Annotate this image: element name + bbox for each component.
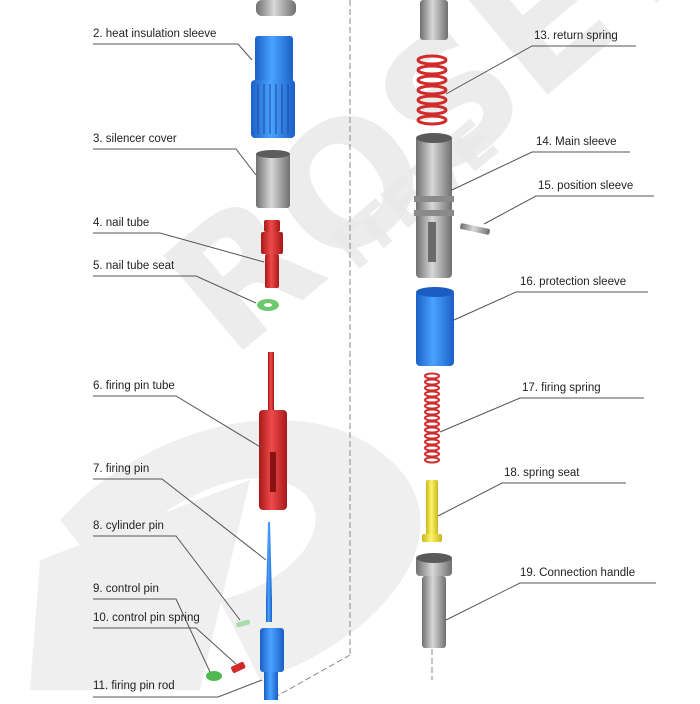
joint-line bbox=[269, 654, 351, 700]
part-nail-tube-seat bbox=[257, 299, 279, 311]
leader-6 bbox=[93, 395, 263, 449]
label-control-pin: 9. control pin bbox=[93, 583, 159, 595]
leader-15 bbox=[483, 195, 654, 225]
label-heat-insulation-sleeve: 2. heat insulation sleeve bbox=[93, 28, 217, 40]
part-cylinder-pin bbox=[236, 619, 251, 628]
part-main-sleeve bbox=[414, 133, 454, 278]
part-control-pin bbox=[206, 671, 222, 681]
part-silencer-cover bbox=[256, 150, 290, 208]
leader-2 bbox=[93, 43, 253, 61]
label-cylinder-pin: 8. cylinder pin bbox=[93, 520, 164, 532]
label-connection-handle: 19. Connection handle bbox=[520, 567, 636, 579]
leader-17 bbox=[439, 397, 644, 433]
leader-11 bbox=[93, 679, 263, 698]
label-position-sleeve: 15. position sleeve bbox=[538, 180, 634, 192]
part-top-cap bbox=[256, 0, 296, 16]
leader-19 bbox=[445, 582, 656, 621]
part-heat-insulation-sleeve bbox=[251, 36, 295, 138]
part-firing-pin bbox=[266, 522, 272, 622]
leader-lines bbox=[93, 43, 656, 698]
part-firing-pin-tube bbox=[259, 352, 287, 510]
leader-8 bbox=[93, 535, 241, 621]
label-protection-sleeve: 16. protection sleeve bbox=[520, 276, 627, 288]
label-firing-pin-tube: 6. firing pin tube bbox=[93, 380, 175, 392]
part-position-sleeve bbox=[460, 223, 490, 235]
label-firing-spring: 17. firing spring bbox=[522, 382, 601, 394]
part-return-spring bbox=[416, 54, 448, 126]
part-top-right-gray bbox=[420, 0, 448, 40]
label-main-sleeve: 14. Main sleeve bbox=[536, 136, 617, 148]
label-firing-pin: 7. firing pin bbox=[93, 463, 150, 475]
label-nail-tube-seat: 5. nail tube seat bbox=[93, 260, 175, 272]
leader-16 bbox=[453, 291, 648, 321]
part-spring-seat bbox=[422, 480, 442, 542]
leader-14 bbox=[451, 151, 630, 191]
leader-7 bbox=[93, 478, 267, 561]
leader-9 bbox=[93, 598, 211, 673]
label-nail-tube: 4. nail tube bbox=[93, 217, 150, 229]
label-spring-seat: 18. spring seat bbox=[504, 467, 580, 479]
label-return-spring: 13. return spring bbox=[534, 30, 618, 42]
leader-13 bbox=[445, 45, 636, 95]
leader-18 bbox=[437, 482, 626, 517]
leader-4 bbox=[93, 232, 265, 263]
part-firing-pin-rod bbox=[260, 628, 284, 700]
part-firing-spring bbox=[424, 372, 440, 464]
label-firing-pin-rod: 11. firing pin rod bbox=[93, 680, 175, 692]
leader-5 bbox=[93, 275, 257, 304]
part-nail-tube bbox=[261, 220, 283, 288]
label-control-pin-spring: 10. control pin spring bbox=[93, 612, 200, 624]
leader-10 bbox=[93, 627, 237, 665]
leader-3 bbox=[93, 148, 257, 176]
part-control-pin-spring bbox=[231, 661, 246, 673]
label-silencer-cover: 3. silencer cover bbox=[93, 133, 177, 145]
part-protection-sleeve bbox=[416, 287, 454, 366]
part-connection-handle bbox=[416, 553, 452, 648]
